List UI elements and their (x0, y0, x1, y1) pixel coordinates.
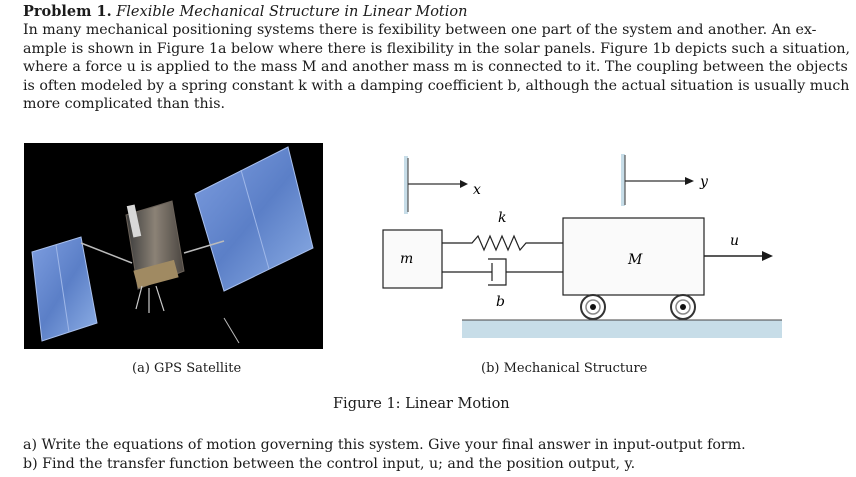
damper-b-label: b (496, 294, 505, 310)
questions-list: a) Write the equations of motion governi… (23, 436, 746, 473)
panel-boom-left (80, 242, 133, 264)
question-b: b) Find the transfer function between th… (23, 455, 636, 472)
intro-line: where a force u is applied to the mass M… (23, 59, 848, 76)
wheel-right (670, 294, 696, 320)
spring-k (442, 234, 563, 252)
gps-satellite-image (24, 143, 323, 349)
problem-heading: Flexible Mechanical Structure in Linear … (116, 4, 468, 20)
y-label: y (699, 174, 709, 190)
mass-m-label: m (400, 251, 413, 267)
spring-k-label: k (498, 210, 506, 226)
solar-panel-left (31, 236, 98, 342)
x-arrow-head (460, 180, 468, 188)
force-u-arrow-head (762, 251, 773, 261)
solar-panel-right (194, 146, 314, 292)
caption-a: (a) GPS Satellite (132, 361, 242, 376)
intro-line: more complicated than this. (23, 96, 225, 113)
intro-line: In many mechanical positioning systems t… (23, 22, 817, 38)
question-a: a) Write the equations of motion governi… (23, 437, 746, 453)
intro-line: is often modeled by a spring constant k … (23, 77, 850, 94)
figure-caption: Figure 1: Linear Motion (333, 396, 510, 412)
mass-M-label: M (627, 252, 643, 268)
mechanical-structure-diagram: x y m k b M u (360, 150, 800, 355)
problem-title: Problem 1. Flexible Mechanical Structure… (23, 3, 467, 21)
reference-wall-left (404, 156, 408, 214)
panel-boom-right (183, 240, 225, 254)
mass-m-block (382, 229, 443, 289)
reference-wall-right (621, 154, 625, 206)
force-u-label: u (730, 233, 739, 249)
wheel-left (580, 294, 606, 320)
satellite-body (125, 200, 240, 344)
mass-M-block (562, 217, 705, 296)
ground (462, 320, 782, 338)
intro-line: ample is shown in Figure 1a below where … (23, 40, 851, 57)
problem-number: Problem 1. (23, 3, 112, 20)
y-arrow-head (685, 177, 694, 185)
mechanical-diagram-svg: x y m k b M u (382, 154, 782, 338)
intro-paragraph: In many mechanical positioning systems t… (23, 21, 851, 114)
satellite-illustration (24, 143, 323, 349)
caption-b: (b) Mechanical Structure (481, 361, 648, 376)
x-label: x (473, 182, 481, 198)
